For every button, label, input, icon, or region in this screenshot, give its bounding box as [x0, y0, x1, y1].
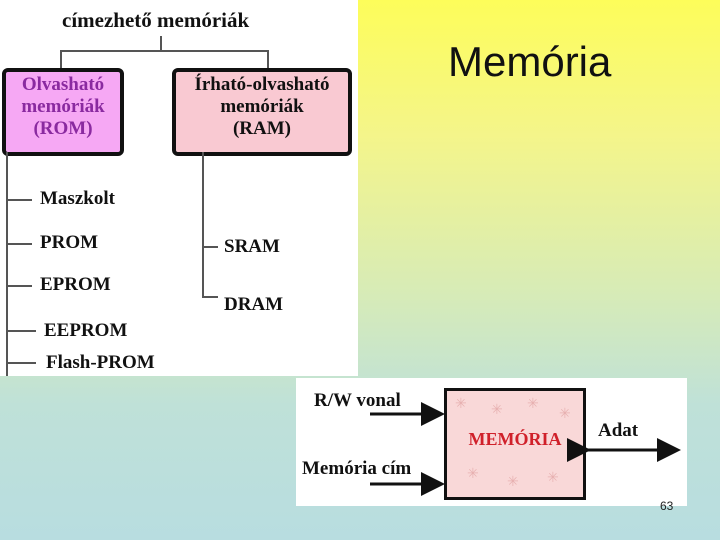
- ram-box: Írható-olvasható memóriák (RAM): [172, 68, 352, 156]
- ram-item: SRAM: [224, 236, 280, 257]
- arrows: [370, 402, 681, 496]
- rom-item: EPROM: [40, 274, 111, 295]
- pattern-icon: ✳: [455, 395, 467, 411]
- rom-line-3: (ROM): [33, 118, 93, 139]
- pattern-icon: ✳: [547, 469, 559, 485]
- ram-tick-2: [202, 296, 218, 298]
- ram-connector: [267, 50, 269, 68]
- rom-tick-4: [6, 330, 36, 332]
- address-label: Memória cím: [302, 458, 412, 479]
- memory-block-diagram: R/W vonal Memória cím Adat ✳ ✳ ✳ ✳ ✳ ✳ ✳…: [296, 378, 687, 506]
- pattern-icon: ✳: [507, 473, 519, 489]
- ram-line-2: memóriák: [220, 96, 304, 117]
- root-label: címezhető memóriák: [62, 8, 250, 32]
- data-label: Adat: [598, 420, 639, 441]
- rom-tick-5: [6, 362, 36, 364]
- rom-tick-3: [6, 285, 32, 287]
- rom-tick-2: [6, 243, 32, 245]
- rw-line-label: R/W vonal: [314, 390, 401, 411]
- rom-item: PROM: [40, 232, 99, 253]
- rom-connector: [60, 50, 62, 68]
- ram-line-1: Írható-olvasható: [194, 74, 330, 95]
- rom-item: EEPROM: [44, 320, 128, 341]
- memory-box-label: MEMÓRIA: [468, 429, 562, 449]
- ram-line-3: (RAM): [232, 118, 292, 139]
- root-branch: [60, 50, 268, 52]
- pattern-icon: ✳: [559, 405, 571, 421]
- memory-hierarchy-figure: címezhető memóriák Olvasható memóriák (R…: [0, 0, 358, 376]
- rom-line-2: memóriák: [21, 96, 105, 117]
- root-connector: [160, 36, 162, 50]
- ram-item: DRAM: [224, 294, 284, 315]
- rom-tick-1: [6, 199, 32, 201]
- pattern-icon: ✳: [467, 465, 479, 481]
- rom-item: Flash-PROM: [46, 352, 155, 373]
- rom-item: Maszkolt: [40, 188, 115, 209]
- pattern-icon: ✳: [491, 401, 503, 417]
- slide-title: Memória: [448, 38, 612, 85]
- page-number: 63: [660, 499, 674, 513]
- rom-line-1: Olvasható: [21, 74, 105, 95]
- ram-trunk: [202, 152, 204, 298]
- ram-tick-1: [202, 246, 218, 248]
- memory-box: ✳ ✳ ✳ ✳ ✳ ✳ ✳ MEMÓRIA: [444, 388, 586, 500]
- rom-trunk: [6, 152, 8, 376]
- pattern-icon: ✳: [527, 395, 539, 411]
- rom-box: Olvasható memóriák (ROM): [2, 68, 124, 156]
